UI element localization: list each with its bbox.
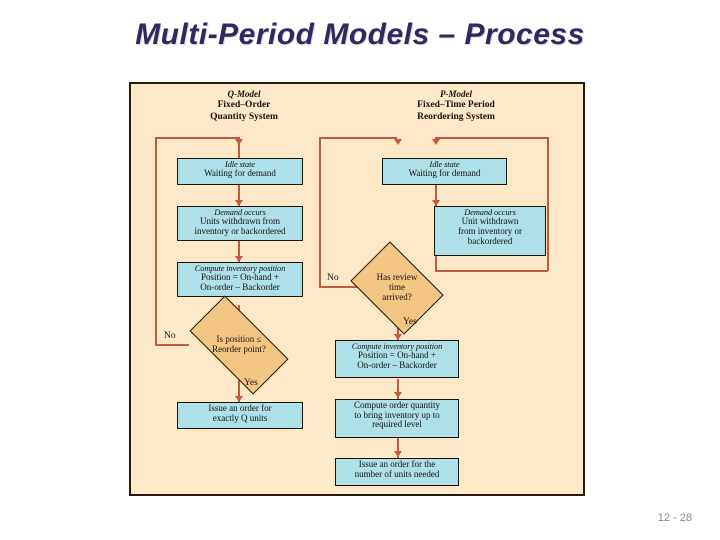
pmodel-node-demand-line3: backordered: [467, 235, 513, 246]
qmodel-arrow-4: [234, 396, 243, 402]
qmodel-node-issue[interactable]: Issue an order for exactly Q units: [177, 402, 303, 429]
qmodel-connector-2: [238, 240, 240, 262]
pmodel-feedback-bottom: [319, 286, 361, 288]
pmodel-caption-line1: P-Model: [440, 89, 472, 99]
pmodel-right-loop-riser: [547, 137, 549, 271]
qmodel-node-compute[interactable]: Compute inventory position Position = On…: [177, 262, 303, 297]
pmodel-caption: P-Model Fixed–Time Period Reordering Sys…: [376, 89, 536, 123]
pmodel-arrow-into-idle-right: [431, 139, 440, 145]
qmodel-node-demand-italic: Demand occurs: [214, 208, 266, 217]
pmodel-arrow-1: [431, 200, 440, 206]
qmodel-caption-line3: Quantity System: [210, 111, 278, 122]
pmodel-node-demand-line1: Unit withdrawn: [461, 216, 519, 227]
pmodel-node-quantity-line1: Compute order quantity: [354, 400, 440, 410]
page-number: 12 - 28: [657, 512, 692, 524]
qmodel-node-demand[interactable]: Demand occurs Units withdrawn from inven…: [177, 206, 303, 241]
qmodel-connector-4: [238, 380, 240, 402]
qmodel-node-compute-italic: Compute inventory position: [194, 264, 286, 273]
qmodel-decision[interactable]: Is position ≤ Reorder point?: [189, 295, 289, 395]
qmodel-arrow-into-idle: [234, 139, 243, 145]
qmodel-caption: Q-Model Fixed–Order Quantity System: [169, 89, 319, 123]
qmodel-node-demand-line2: inventory or backordered: [194, 225, 286, 236]
qmodel-decision-line2: Reorder point?: [212, 344, 266, 354]
pmodel-arrow-into-idle-left: [393, 139, 402, 145]
pmodel-connector-5: [397, 438, 399, 458]
qmodel-arrow-2: [234, 256, 243, 262]
qmodel-decision-line1: Is position ≤: [216, 334, 262, 345]
qmodel-connector-1: [238, 184, 240, 206]
pmodel-right-loop-drop: [435, 241, 437, 271]
pmodel-node-demand-italic: Demand occurs: [464, 208, 516, 217]
qmodel-feedback-bottom: [155, 344, 189, 346]
pmodel-node-compute-line1: Position = On-hand +: [358, 350, 436, 361]
pmodel-arrow-3: [393, 334, 402, 340]
pmodel-feedback-riser: [319, 137, 321, 287]
pmodel-node-compute-italic: Compute inventory position: [351, 342, 443, 351]
page-title: Multi-Period Models – Process: [135, 18, 585, 51]
pmodel-decision[interactable]: Has review time arrived?: [350, 241, 444, 335]
pmodel-caption-line3: Reordering System: [417, 111, 495, 122]
pmodel-node-idle-italic: Idle state: [429, 160, 460, 169]
pmodel-right-loop-top: [435, 137, 548, 139]
pmodel-connector-4: [397, 379, 399, 399]
pmodel-yes-label: Yes: [403, 317, 417, 327]
pmodel-node-issue[interactable]: Issue an order for the number of units n…: [335, 458, 459, 486]
qmodel-feedback-riser: [155, 137, 157, 345]
qmodel-node-idle-line1: Waiting for demand: [204, 168, 276, 179]
pmodel-right-loop-bottom: [435, 270, 548, 272]
pmodel-node-idle-line1: Waiting for demand: [408, 168, 481, 179]
pmodel-node-issue-line2: number of units needed: [354, 468, 440, 479]
pmodel-no-label: No: [327, 273, 339, 283]
qmodel-node-issue-line2: exactly Q units: [212, 412, 268, 423]
qmodel-yes-label: Yes: [244, 378, 258, 388]
pmodel-node-issue-line1: Issue an order for the: [358, 459, 436, 469]
pmodel-node-demand-line2: from inventory or: [458, 225, 522, 236]
qmodel-node-compute-line1: Position = On-hand +: [201, 272, 279, 283]
qmodel-feedback-top: [155, 137, 238, 139]
pmodel-decision-line3: arrived?: [382, 291, 412, 302]
pmodel-node-quantity-line3: required level: [372, 419, 422, 430]
qmodel-connector-idle-demand: [238, 137, 240, 159]
qmodel-node-demand-line1: Units withdrawn from: [200, 216, 280, 227]
pmodel-node-quantity-line2: to bring inventory up to: [354, 409, 440, 420]
pmodel-node-compute-line2: On-order – Backorder: [357, 359, 437, 370]
pmodel-arrow-5: [393, 451, 402, 457]
pmodel-decision-line2: time: [389, 282, 405, 293]
pmodel-node-idle[interactable]: Idle state Waiting for demand: [382, 158, 507, 185]
pmodel-connector-1: [435, 184, 437, 206]
pmodel-node-demand[interactable]: Demand occurs Unit withdrawn from invent…: [434, 206, 546, 256]
qmodel-node-compute-line2: On-order – Backorder: [200, 281, 280, 292]
flowchart-figure: Q-Model Fixed–Order Quantity System P-Mo…: [129, 82, 585, 496]
qmodel-no-label: No: [164, 331, 176, 341]
qmodel-node-issue-line1: Issue an order for: [208, 403, 272, 413]
qmodel-arrow-1: [234, 200, 243, 206]
pmodel-node-quantity[interactable]: Compute order quantity to bring inventor…: [335, 399, 459, 438]
pmodel-decision-line1: Has review: [376, 272, 418, 283]
qmodel-node-idle-italic: Idle state: [225, 160, 255, 169]
pmodel-node-compute[interactable]: Compute inventory position Position = On…: [335, 340, 459, 378]
qmodel-caption-line2: Fixed–Order: [217, 99, 271, 110]
pmodel-arrow-4: [393, 392, 402, 398]
qmodel-caption-line1: Q-Model: [227, 89, 261, 99]
pmodel-caption-line2: Fixed–Time Period: [417, 99, 495, 110]
qmodel-node-idle[interactable]: Idle state Waiting for demand: [177, 158, 303, 185]
qmodel-decision-text: Is position ≤ Reorder point?: [194, 320, 284, 370]
pmodel-decision-text: Has review time arrived?: [359, 260, 435, 316]
pmodel-feedback-top: [319, 137, 397, 139]
